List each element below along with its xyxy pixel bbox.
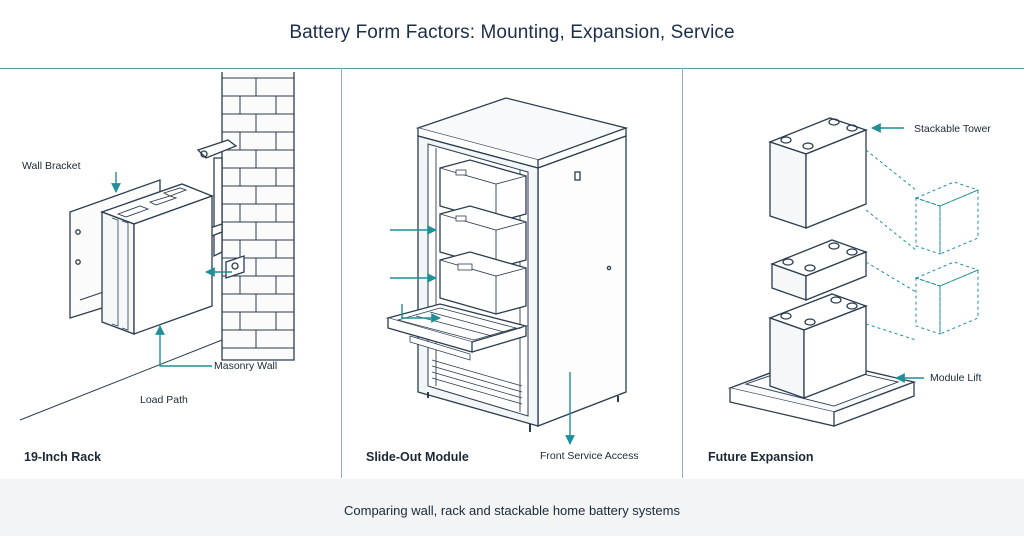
masonry-wall-callout: Masonry Wall — [214, 360, 278, 372]
panel-label-wall: 19-Inch Rack — [24, 450, 102, 464]
rack-cabinet-illustration — [385, 97, 629, 432]
future-expansion-modules — [865, 149, 980, 341]
caption: Comparing wall, rack and stackable home … — [344, 503, 680, 518]
panel-divider-1 — [341, 68, 342, 478]
battery-module-stack — [439, 159, 527, 315]
wall-bracket-callout: Wall Bracket — [22, 160, 81, 172]
panel-label-rack: Slide-Out Module — [366, 450, 469, 464]
stackable-tower-illustration — [727, 117, 917, 427]
load-path-callout: Load Path — [140, 394, 188, 406]
page-title: Battery Form Factors: Mounting, Expansio… — [289, 22, 735, 43]
stackable-tower-callout: Stackable Tower — [914, 123, 991, 135]
front-service-access-callout: Front Service Access — [540, 450, 639, 462]
module-lift-callout: Module Lift — [930, 372, 982, 384]
slide-out-tray — [385, 303, 529, 361]
panel-divider-2 — [682, 68, 683, 478]
panel-label-expansion: Future Expansion — [708, 450, 814, 464]
wall-mount-illustration — [19, 72, 295, 421]
footer-band — [0, 479, 1024, 536]
masonry-wall-graphic — [221, 72, 295, 361]
